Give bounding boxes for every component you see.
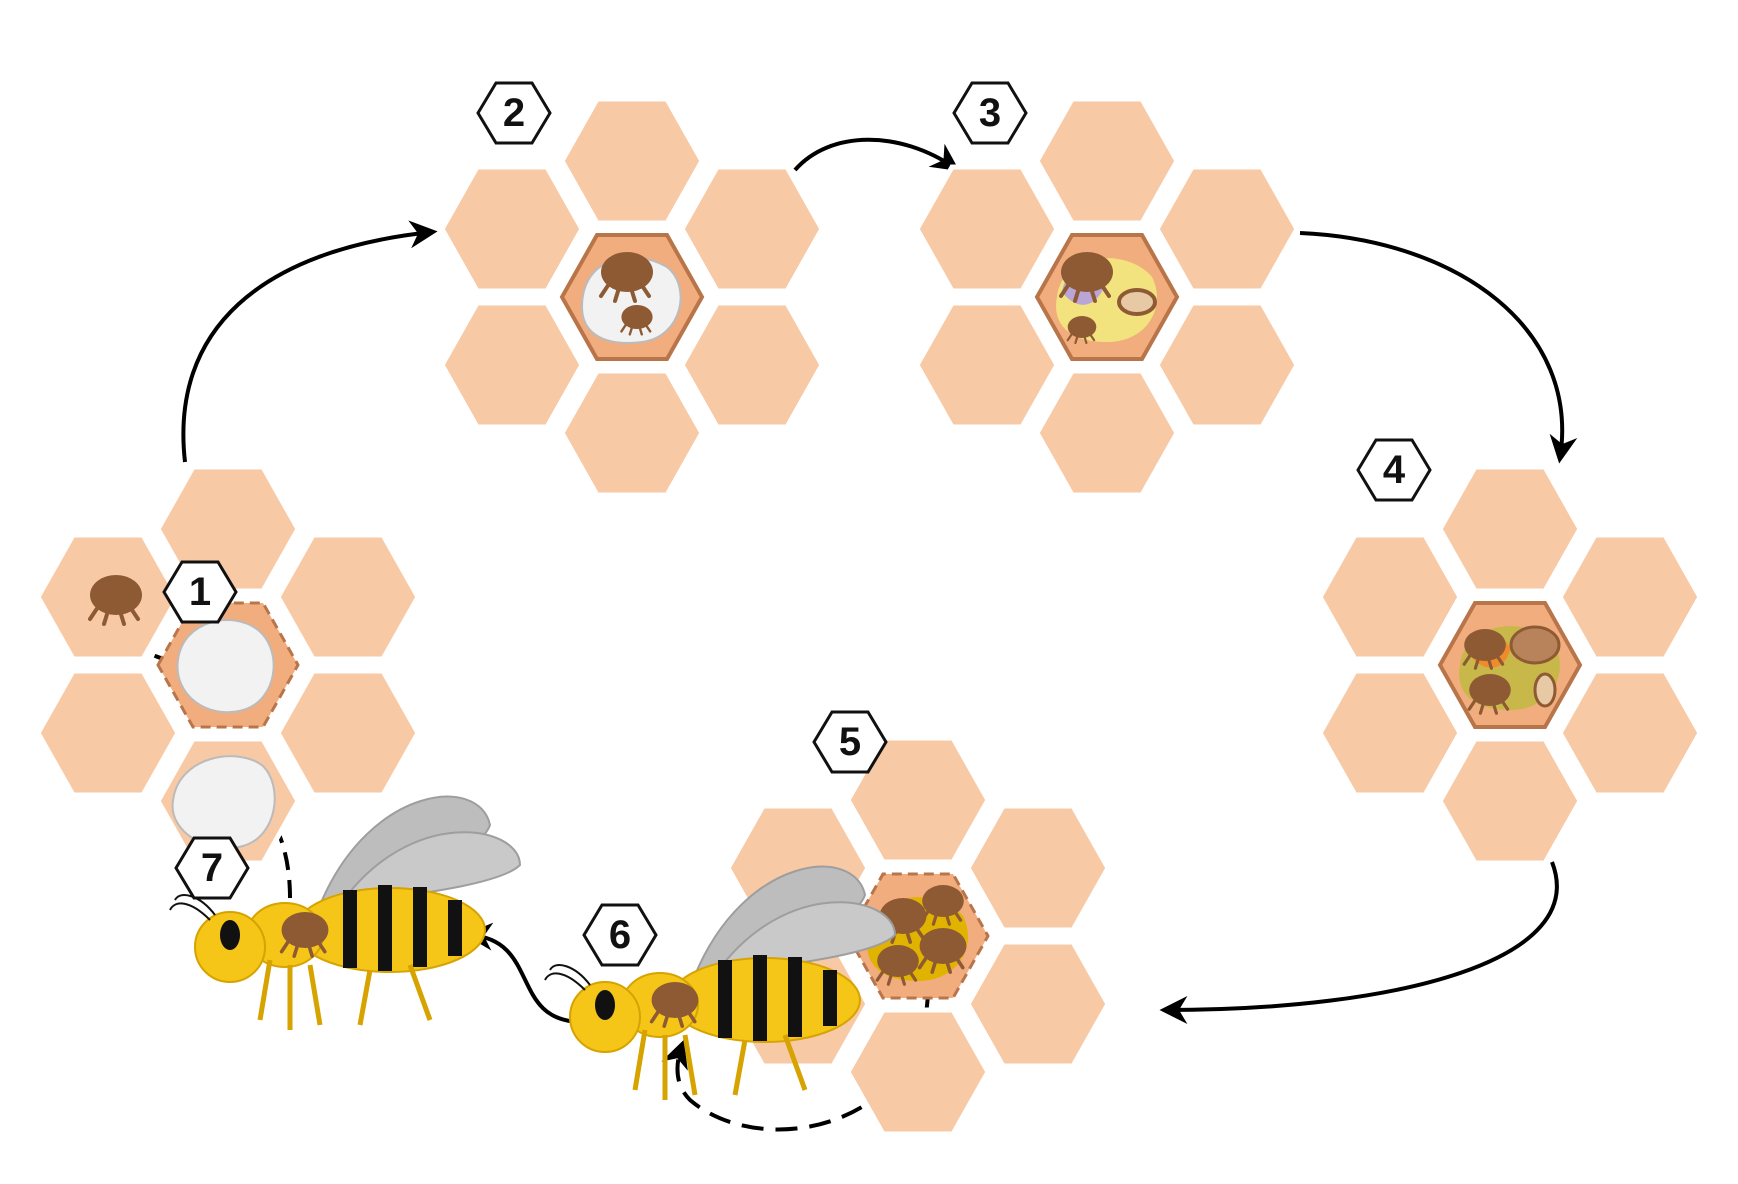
arrow-6-to-7 [464, 922, 581, 1024]
mite-egg-icon [1533, 672, 1557, 708]
arrow-4-to-5 [1159, 861, 1559, 1024]
step-badge-6: 6 [582, 903, 658, 967]
step-badge-1: 1 [162, 560, 238, 624]
comb-cluster-1 [38, 467, 418, 863]
mite-offspring-icon [1509, 625, 1561, 665]
step-label-1: 1 [189, 570, 211, 614]
larva-in-cell-1 [176, 619, 275, 714]
comb-cluster-5 [728, 738, 1108, 1134]
arrow-2-to-3 [793, 137, 960, 172]
mite-egg-icon [1117, 288, 1157, 316]
comb-cluster-2 [442, 99, 822, 495]
arrow-1-to-2 [181, 220, 438, 463]
adult-bee-6-icon [544, 865, 897, 1100]
adult-bee-7-icon [169, 795, 522, 1030]
step-badge-2: 2 [476, 81, 552, 145]
step-label-4: 4 [1383, 448, 1406, 492]
arrow-3-to-4 [1299, 231, 1578, 464]
step-label-7: 7 [201, 846, 223, 890]
comb-cluster-3 [917, 99, 1297, 495]
step-badge-5: 5 [812, 710, 888, 774]
step-label-3: 3 [979, 91, 1001, 135]
comb-cluster-4 [1320, 467, 1700, 863]
step-label-5: 5 [839, 720, 861, 764]
step-label-2: 2 [503, 91, 525, 135]
step-badge-4: 4 [1356, 438, 1432, 502]
step-label-6: 6 [609, 913, 631, 957]
step-badge-3: 3 [952, 81, 1028, 145]
step-badge-7: 7 [174, 836, 250, 900]
